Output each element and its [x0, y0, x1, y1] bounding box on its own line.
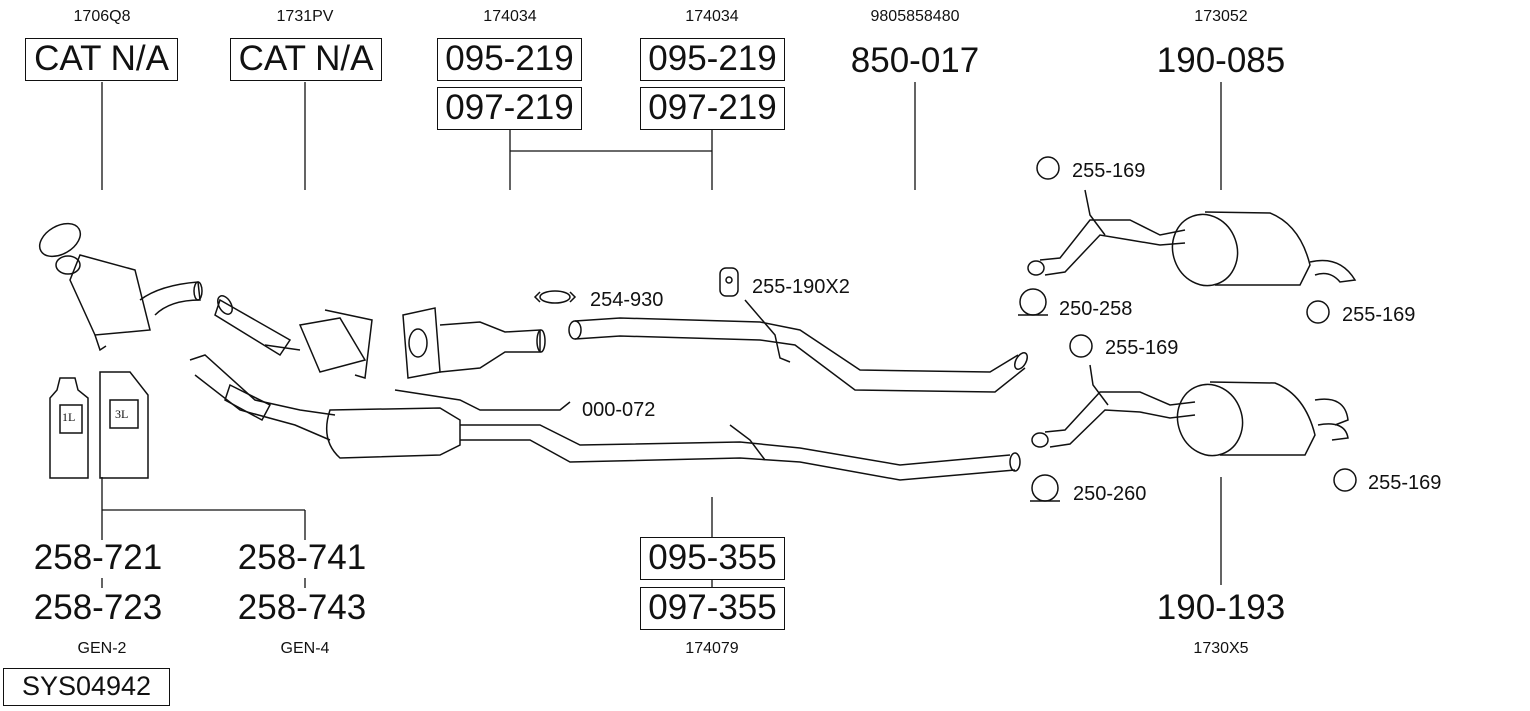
ref-label: GEN-2 — [77, 640, 127, 657]
catalytic-converter-1-drawing — [38, 222, 203, 352]
accessory-label[interactable]: 255-169 — [1105, 337, 1179, 359]
clamp-250-258-icon — [1018, 288, 1048, 316]
ref-label: 1730X5 — [1193, 640, 1249, 657]
system-id: SYS04942 — [3, 668, 170, 706]
accessory-label[interactable]: 000-072 — [582, 399, 656, 421]
part-gen2-b[interactable]: 258-723 — [33, 588, 163, 627]
bottle-1l-label: 1L — [62, 410, 76, 424]
accessory-label[interactable]: 255-169 — [1342, 304, 1416, 326]
part-mid2-a[interactable]: 095-219 — [640, 38, 785, 81]
part-gen4-b[interactable]: 258-743 — [237, 588, 367, 627]
accessory-label[interactable]: 250-260 — [1073, 483, 1147, 505]
part-mid1-b[interactable]: 097-219 — [437, 87, 582, 130]
hanger-255-169-icons — [1036, 156, 1357, 492]
middle-silencer-pipe-drawing — [189, 354, 1021, 481]
front-pipe-drawing — [568, 299, 1028, 393]
ref-label: 173052 — [1194, 8, 1248, 25]
clamp-250-260-icon — [1030, 474, 1060, 502]
accessory-label[interactable]: 255-169 — [1072, 160, 1146, 182]
part-cat-2[interactable]: CAT N/A — [230, 38, 382, 81]
ref-label: 174034 — [483, 8, 537, 25]
hanger-255-190-icon — [719, 267, 739, 297]
accessory-label[interactable]: 255-169 — [1368, 472, 1442, 494]
accessory-label[interactable]: 254-930 — [590, 289, 664, 311]
ref-label: GEN-4 — [280, 640, 330, 657]
ref-label: 9805858480 — [870, 8, 960, 25]
ref-label: 1706Q8 — [73, 8, 131, 25]
part-rear[interactable]: 190-085 — [1156, 41, 1286, 80]
particulate-filter-drawing — [402, 307, 546, 379]
ref-label: 174034 — [685, 8, 739, 25]
bottle-1l-icon — [49, 377, 89, 479]
clamp-254-930-icon — [533, 290, 577, 304]
accessory-label[interactable]: 250-258 — [1059, 298, 1133, 320]
part-gen4-a[interactable]: 258-741 — [237, 538, 367, 577]
bottle-3l-icon — [99, 371, 149, 479]
part-mid-bottom-b[interactable]: 097-355 — [640, 587, 785, 630]
part-mid1-a[interactable]: 095-219 — [437, 38, 582, 81]
ref-label: 1731PV — [276, 8, 334, 25]
part-center[interactable]: 850-017 — [850, 41, 980, 80]
part-mid2-b[interactable]: 097-219 — [640, 87, 785, 130]
rear-silencer-2-drawing — [1031, 364, 1349, 457]
part-gen2-a[interactable]: 258-721 — [33, 538, 163, 577]
rear-silencer-1-drawing — [1027, 189, 1357, 287]
bottle-3l-label: 3L — [115, 407, 129, 421]
catalytic-converter-2-drawing — [214, 295, 373, 379]
accessory-label[interactable]: 255-190X2 — [752, 276, 850, 298]
ref-label: 174079 — [685, 640, 739, 657]
part-cat-1[interactable]: CAT N/A — [25, 38, 178, 81]
part-rear-bottom[interactable]: 190-193 — [1156, 588, 1286, 627]
part-mid-bottom-a[interactable]: 095-355 — [640, 537, 785, 580]
leader-lines — [101, 82, 1222, 588]
